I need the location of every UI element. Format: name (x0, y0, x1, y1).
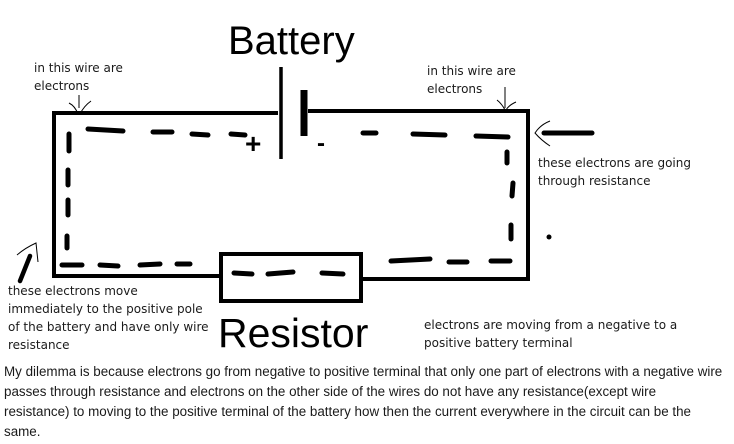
wire-top-right (308, 109, 530, 281)
wire-top-left (52, 111, 278, 278)
annotation-right-side: these electrons are going through resist… (538, 156, 691, 188)
annotation-bottom-left: these electrons move immediately to the … (8, 284, 209, 350)
arrow-down-right-wire-icon (496, 87, 517, 111)
electron-dash (388, 256, 433, 264)
annotation-top-right-wire: in this wire are electrons (427, 64, 516, 96)
electron-dash (137, 261, 163, 268)
electron-dashes (59, 126, 516, 277)
electron-dash (228, 131, 248, 138)
electron-dash (410, 131, 448, 138)
resistor-label: Resistor (218, 310, 369, 356)
arrow-up-left-icon (16, 242, 39, 263)
negative-sign: - (317, 130, 325, 157)
question-text: My dilemma is because electrons go from … (4, 364, 723, 439)
battery-title: Battery (228, 19, 355, 63)
positive-sign: + (245, 128, 262, 159)
arrow-up-left-shaft (17, 253, 33, 284)
electron-dash (473, 133, 511, 140)
electron-dash (85, 126, 126, 134)
electron-dash (265, 269, 296, 277)
resistor-box (219, 252, 363, 303)
electron-dash (189, 131, 211, 138)
pointer-arrows (16, 87, 551, 263)
stray-dot (546, 234, 552, 240)
annotation-top-left-wire: in this wire are electrons (34, 61, 123, 93)
electron-dash (231, 270, 255, 277)
electron-dash (97, 262, 121, 269)
arrow-down-left-wire-icon (68, 95, 92, 115)
electron-dash (319, 270, 346, 277)
arrow-left-icon (534, 120, 551, 147)
annotation-bottom-right: electrons are moving from a negative to … (424, 318, 678, 350)
electron-dash (509, 180, 516, 199)
